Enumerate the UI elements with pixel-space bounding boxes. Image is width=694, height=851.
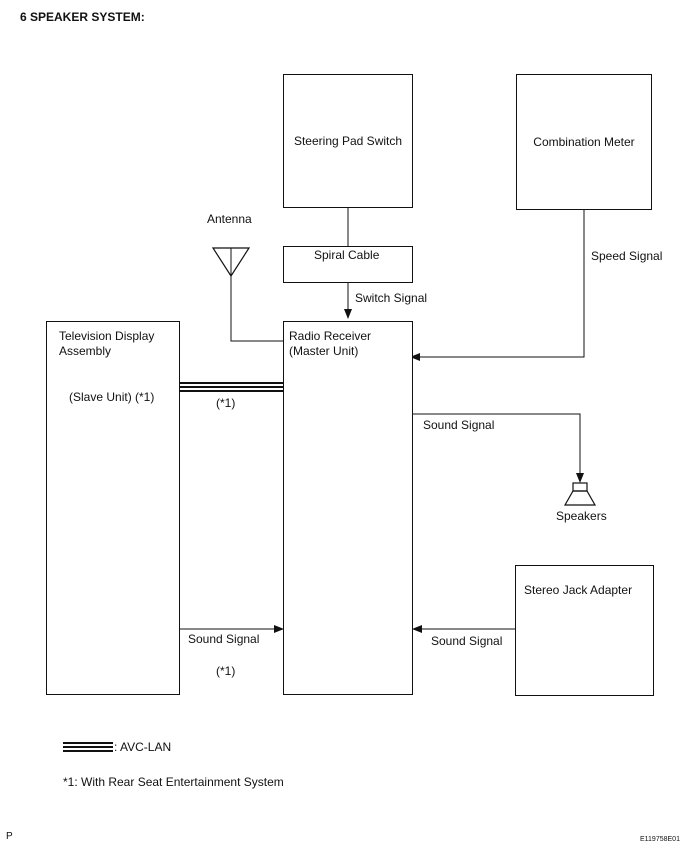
antenna-label: Antenna xyxy=(207,212,252,226)
footer-figure-id: E119758E01 xyxy=(640,836,680,843)
spiral-cable-label: Spiral Cable xyxy=(314,248,380,262)
antenna-icon xyxy=(211,247,283,342)
stereo-jack-adapter-label: Stereo Jack Adapter xyxy=(524,583,633,597)
sound-signal-tv-label: Sound Signal xyxy=(188,632,260,646)
speed-signal-label: Speed Signal xyxy=(591,249,663,263)
sound-signal-tv-note-label: (*1) xyxy=(216,664,236,678)
stereo-jack-adapter-box: Stereo Jack Adapter xyxy=(515,565,654,696)
radio-receiver-box: Radio Receiver (Master Unit) xyxy=(283,321,413,695)
master-unit-label: (Master Unit) xyxy=(289,344,359,358)
steering-pad-switch-label: Steering Pad Switch xyxy=(293,134,403,148)
legend-footnote: *1: With Rear Seat Entertainment System xyxy=(63,775,284,789)
television-display-box: Television Display Assembly (Slave Unit)… xyxy=(46,321,180,695)
speed-signal-arrow xyxy=(410,210,585,361)
television-display-label: Television Display xyxy=(59,329,155,343)
slave-unit-label: (Slave Unit) (*1) xyxy=(69,390,155,404)
legend-avc-lan-label: : AVC-LAN xyxy=(114,740,172,754)
combination-meter-label: Combination Meter xyxy=(533,135,635,149)
spiral-cable-box: Spiral Cable xyxy=(283,246,413,283)
speaker-icon xyxy=(563,482,597,506)
combination-meter-box: Combination Meter xyxy=(516,74,652,210)
radio-receiver-label: Radio Receiver xyxy=(289,329,372,343)
speakers-label: Speakers xyxy=(556,509,607,523)
sound-signal-speakers-label: Sound Signal xyxy=(423,418,495,432)
steering-pad-switch-box: Steering Pad Switch xyxy=(283,74,413,208)
avc-lan-line xyxy=(179,382,283,392)
legend-avc-lan-swatch xyxy=(63,742,113,752)
page-title: 6 SPEAKER SYSTEM: xyxy=(20,10,145,24)
television-assembly-label: Assembly xyxy=(59,344,112,358)
footer-page-letter: P xyxy=(6,831,13,842)
avc-lan-note-label: (*1) xyxy=(216,396,236,410)
sound-signal-speakers-arrow xyxy=(411,413,584,483)
sound-signal-jack-label: Sound Signal xyxy=(431,634,503,648)
switch-signal-label: Switch Signal xyxy=(355,291,428,305)
